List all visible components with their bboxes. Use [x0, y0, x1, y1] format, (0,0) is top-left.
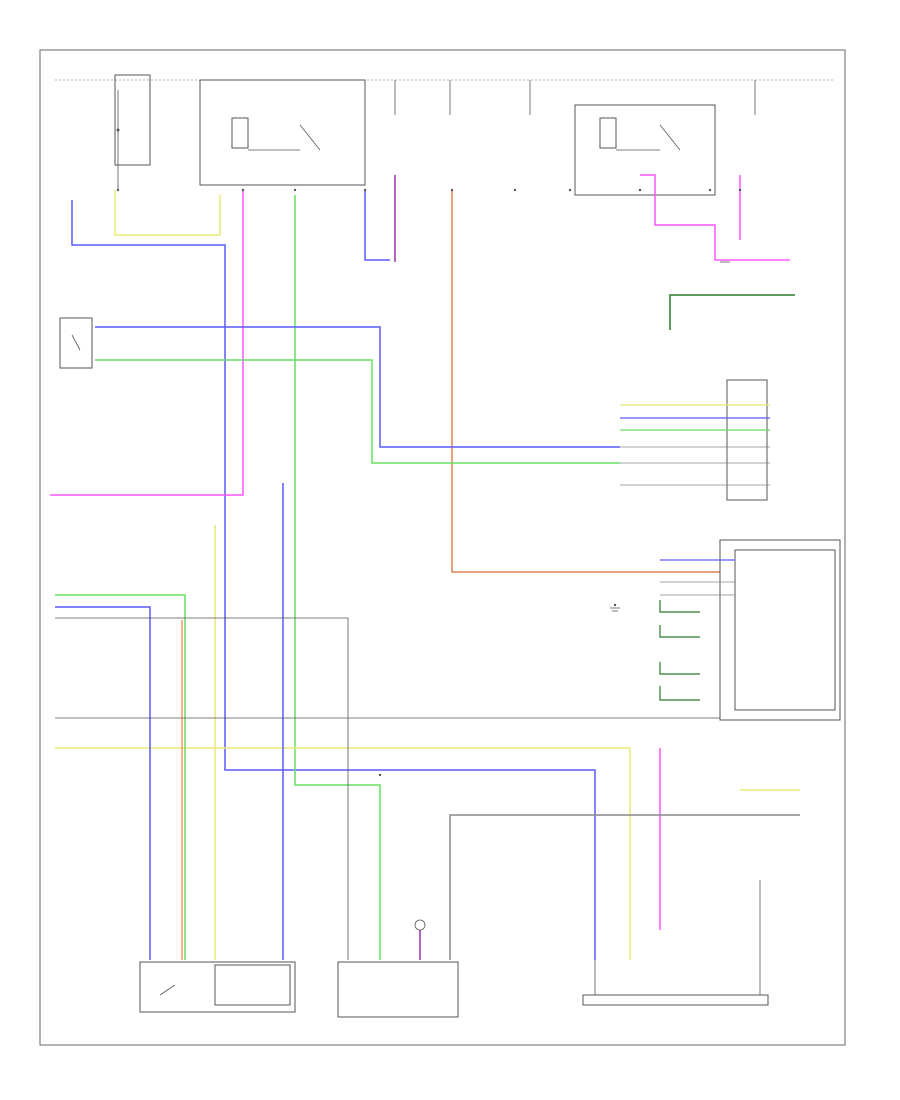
wire-green-a — [294, 195, 381, 960]
relay-box-right — [574, 104, 716, 196]
fuse-drops — [394, 80, 756, 115]
wire-pink-b — [640, 174, 790, 261]
control-module-connector — [620, 379, 770, 501]
wire-blue-d — [55, 606, 151, 960]
ambient-sensor — [59, 317, 93, 369]
wire-red-orange-a — [451, 190, 720, 573]
blower-motor-switch — [139, 961, 296, 1013]
climate-control-head — [337, 919, 459, 1018]
diagram-frame — [39, 49, 846, 1046]
wire-blue-b — [364, 190, 390, 261]
wire-gray-c — [55, 617, 349, 960]
connector-pins — [116, 188, 742, 777]
wire-green-b — [95, 359, 620, 464]
fuse-block-left — [114, 74, 151, 190]
ground-symbols — [610, 261, 730, 612]
hvac-module — [659, 539, 841, 721]
wire-blue-a — [71, 200, 596, 960]
wire-green-c — [55, 594, 186, 960]
auto-temp-sensor — [582, 880, 769, 1006]
wire-gray-a — [449, 814, 800, 960]
wire-yellow-b — [55, 747, 631, 960]
relay-box-center — [199, 79, 366, 186]
wire-pink-a — [50, 190, 244, 496]
wire-blue-c — [95, 326, 620, 448]
wire-dark-green-a — [669, 294, 795, 330]
wire-yellow-a — [114, 190, 221, 236]
